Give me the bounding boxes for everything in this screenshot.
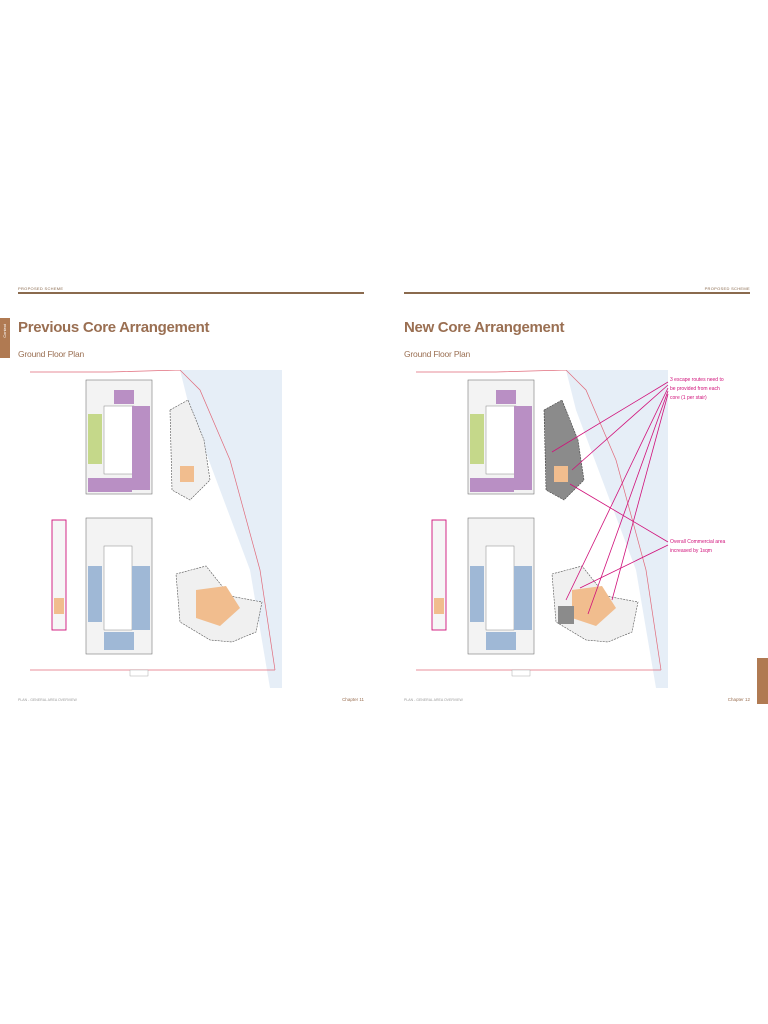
footer-caption: PLAN - GENERAL AREA OVERVIEW [18, 698, 77, 702]
chapter-tab-left: Context [0, 318, 10, 358]
left-page: PROPOSED SCHEME Previous Core Arrangemen… [18, 286, 364, 708]
annotation-commercial-area: Overall Commercial area increased by 1sq… [670, 539, 726, 554]
page-header: PROPOSED SCHEME [704, 286, 750, 291]
footer-page-number: Chapter 11 [342, 697, 364, 702]
page-header: PROPOSED SCHEME [18, 286, 64, 291]
ground-floor-plan-drawing [416, 370, 668, 688]
page-title: Previous Core Arrangement [18, 319, 210, 336]
footer-page-number: Chapter 12 [727, 697, 750, 702]
header-rule [404, 292, 750, 294]
ground-floor-plan-drawing [30, 370, 282, 688]
chapter-tab-right [757, 658, 768, 704]
page-title: New Core Arrangement [404, 319, 565, 336]
page-subtitle: Ground Floor Plan [18, 349, 85, 359]
right-page: PROPOSED SCHEME New Core Arrangement Gro… [404, 286, 750, 708]
page-subtitle: Ground Floor Plan [404, 349, 471, 359]
chapter-tab-label: Context [2, 324, 7, 338]
annotation-escape-routes: 3 escape routes need to be provided from… [670, 377, 724, 401]
header-rule [18, 292, 364, 294]
footer-caption: PLAN - GENERAL AREA OVERVIEW [404, 698, 463, 702]
